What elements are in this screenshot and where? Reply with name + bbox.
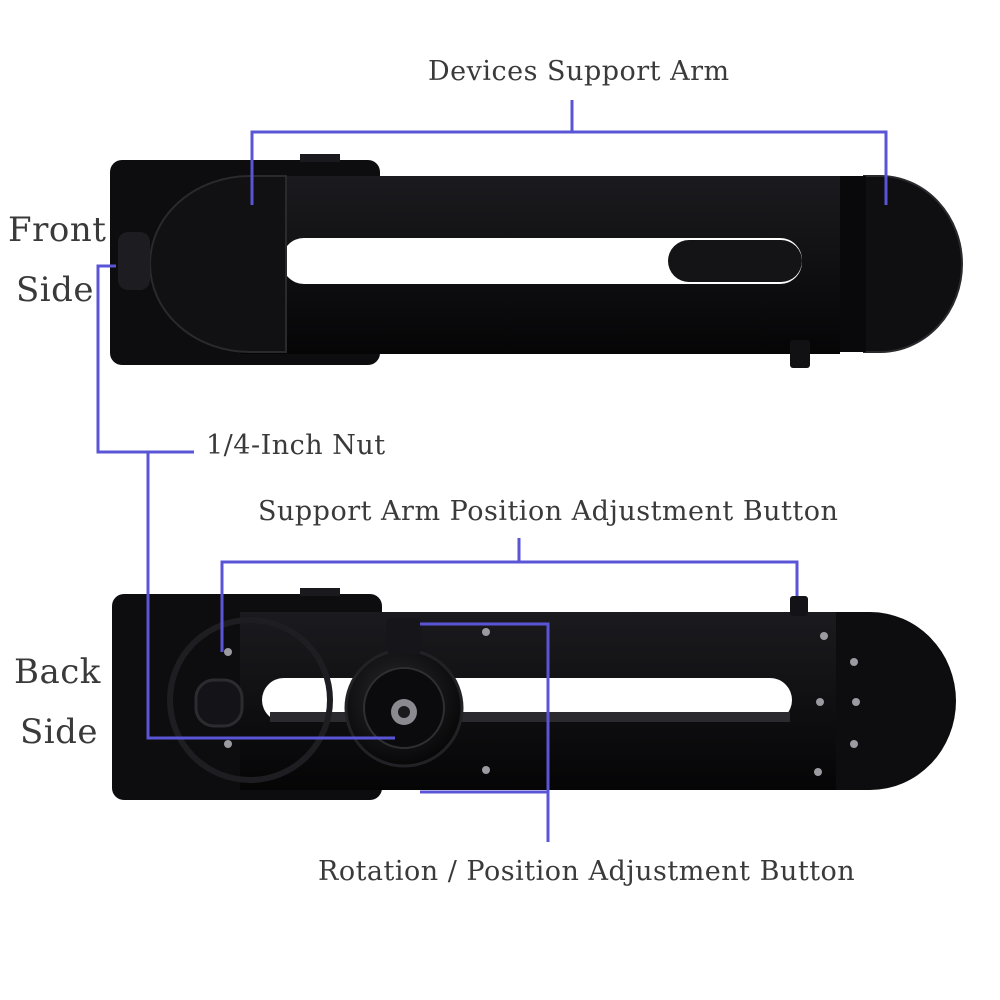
back-slider-button — [194, 678, 244, 728]
screw — [852, 698, 860, 706]
back-top-notch — [300, 588, 340, 596]
front-nut — [118, 232, 150, 290]
label-back-side: Side — [20, 712, 99, 752]
callout-lines — [96, 100, 888, 842]
callout-rotation-button — [420, 622, 550, 842]
callout-nut-front — [96, 264, 194, 454]
screw — [224, 648, 232, 656]
front-bottom-tab — [790, 340, 810, 368]
back-rack — [270, 712, 790, 722]
back-right-end — [836, 612, 956, 790]
label-back: Back — [14, 652, 101, 692]
screw — [482, 766, 490, 774]
screw — [820, 632, 828, 640]
back-ring — [167, 617, 333, 783]
label-front-side: Side — [16, 270, 95, 310]
front-left-clamp — [149, 175, 287, 353]
front-side-product — [110, 154, 963, 368]
callout-support-arm-button — [220, 560, 799, 652]
back-support-arm-button — [790, 596, 808, 616]
front-right-clamp — [863, 175, 963, 353]
label-support-arm-button: Support Arm Position Adjustment Button — [258, 496, 839, 527]
screw — [816, 698, 824, 706]
back-side-product — [112, 588, 956, 800]
screw — [814, 768, 822, 776]
screw — [224, 740, 232, 748]
screw — [850, 658, 858, 666]
front-right-clamp-neck — [840, 176, 866, 352]
label-rotation-button: Rotation / Position Adjustment Button — [318, 856, 856, 887]
callout-devices-support-arm — [250, 130, 888, 205]
label-quarter-inch-nut: 1/4-Inch Nut — [206, 430, 386, 461]
front-top-notch — [300, 154, 340, 162]
screw — [850, 740, 858, 748]
back-screws — [224, 628, 860, 776]
callout-nut-back — [146, 452, 395, 740]
front-slider-pad — [668, 240, 802, 282]
back-knob-top-clamp — [386, 618, 422, 654]
label-front: Front — [8, 210, 107, 250]
label-devices-support-arm: Devices Support Arm — [428, 56, 730, 87]
back-knob-hole — [398, 706, 410, 718]
screw — [482, 628, 490, 636]
